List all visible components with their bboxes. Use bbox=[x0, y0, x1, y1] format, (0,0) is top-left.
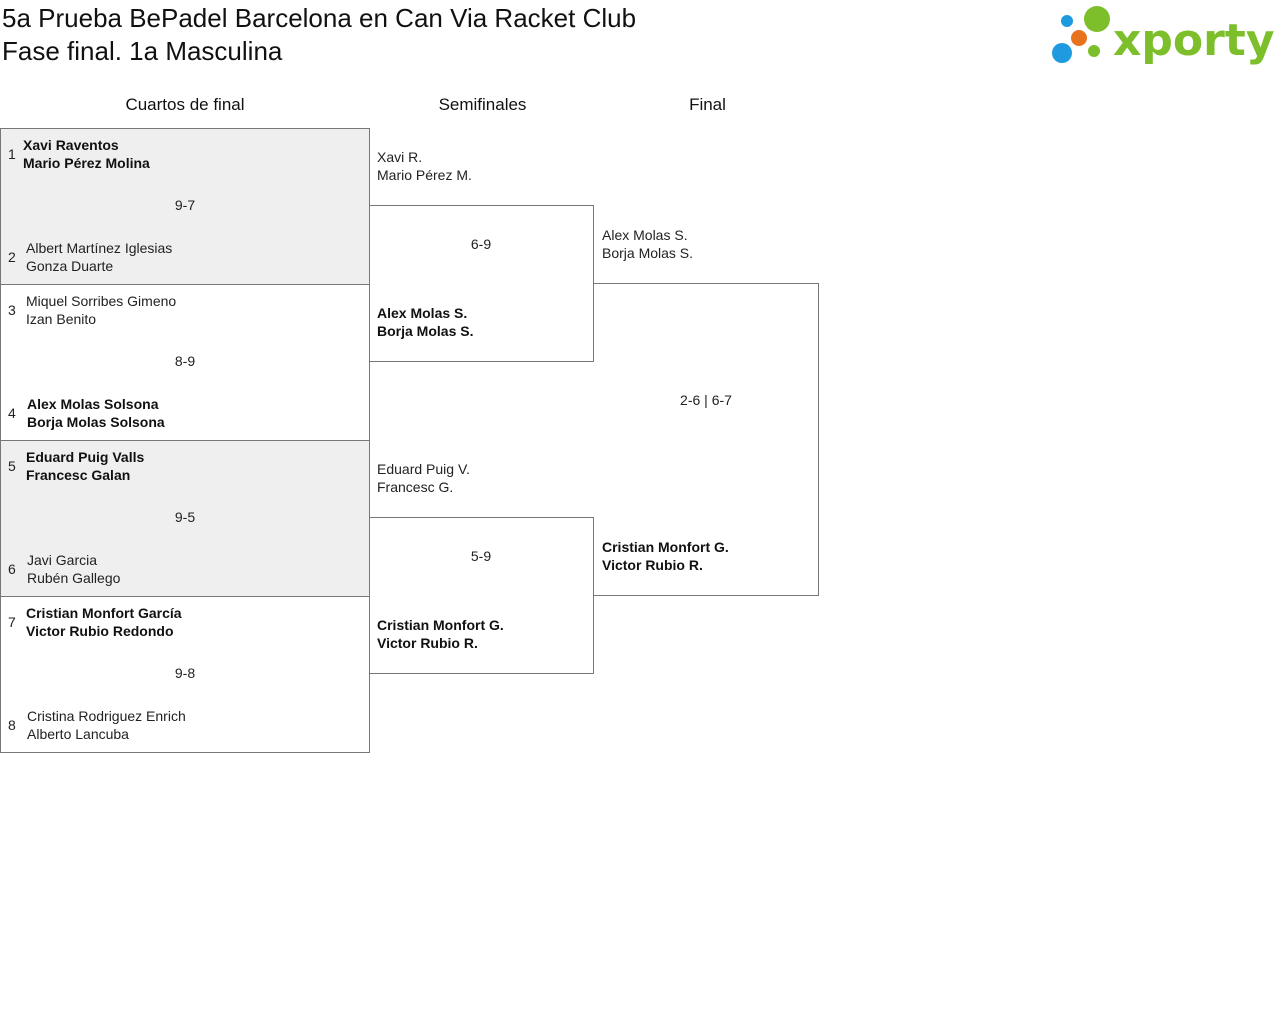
seed-number: 6 bbox=[8, 561, 16, 577]
seed-number: 7 bbox=[8, 614, 16, 630]
player-name: Eduard Puig Valls bbox=[26, 449, 145, 465]
team-entry-winner: Cristian Monfort García Victor Rubio Red… bbox=[26, 604, 182, 640]
seed-number: 4 bbox=[8, 405, 16, 421]
team-entry: Cristina Rodriguez Enrich Alberto Lancub… bbox=[27, 707, 186, 743]
player-name: Cristian Monfort García bbox=[26, 605, 182, 621]
semifinal-1-team-bottom-winner: Alex Molas S. Borja Molas S. bbox=[377, 304, 473, 340]
player-name: Francesc G. bbox=[377, 479, 454, 495]
final-team-bottom-winner: Cristian Monfort G. Victor Rubio R. bbox=[602, 538, 729, 574]
player-name: Xavi R. bbox=[377, 149, 423, 165]
team-entry: Albert Martínez Iglesias Gonza Duarte bbox=[26, 239, 172, 275]
logo-text: xporty bbox=[1113, 15, 1275, 66]
final-match[interactable]: 2-6 | 6-7 bbox=[594, 283, 819, 596]
logo-dot-orange-icon bbox=[1071, 30, 1087, 46]
team-entry-winner: Eduard Puig Valls Francesc Galan bbox=[26, 448, 144, 484]
team-entry-winner: Alex Molas Solsona Borja Molas Solsona bbox=[27, 395, 165, 431]
match-score: 2-6 | 6-7 bbox=[680, 392, 732, 408]
team-entry: Miquel Sorribes Gimeno Izan Benito bbox=[26, 292, 176, 328]
player-name: Eduard Puig V. bbox=[377, 461, 470, 477]
quarterfinal-match-1[interactable]: 1 Xavi Raventos Mario Pérez Molina 9-7 2… bbox=[0, 128, 370, 285]
player-name: Cristina Rodriguez Enrich bbox=[27, 708, 186, 724]
seed-number: 8 bbox=[8, 717, 16, 733]
quarterfinal-match-4[interactable]: 7 Cristian Monfort García Victor Rubio R… bbox=[0, 596, 370, 753]
player-name: Mario Pérez Molina bbox=[23, 155, 150, 171]
player-name: Cristian Monfort G. bbox=[377, 617, 504, 633]
seed-number: 3 bbox=[8, 302, 16, 318]
player-name: Victor Rubio Redondo bbox=[26, 623, 174, 639]
player-name: Javi Garcia bbox=[27, 552, 98, 568]
match-score: 5-9 bbox=[470, 548, 492, 564]
final-team-top: Alex Molas S. Borja Molas S. bbox=[602, 226, 693, 262]
seed-number: 5 bbox=[8, 458, 16, 474]
semifinal-2-team-top: Eduard Puig V. Francesc G. bbox=[377, 460, 470, 496]
title-line-tournament: 5a Prueba BePadel Barcelona en Can Via R… bbox=[2, 3, 637, 33]
player-name: Alex Molas S. bbox=[602, 227, 688, 243]
title-line-phase: Fase final. 1a Masculina bbox=[2, 36, 283, 66]
seed-number: 2 bbox=[8, 249, 16, 265]
player-name: Victor Rubio R. bbox=[377, 635, 478, 651]
column-header-semifinals: Semifinales bbox=[438, 95, 527, 114]
match-score: 8-9 bbox=[174, 353, 196, 369]
xporty-logo[interactable]: xporty bbox=[1050, 4, 1276, 68]
semifinal-match-1[interactable]: 6-9 bbox=[369, 205, 594, 362]
match-score: 6-9 bbox=[470, 236, 492, 252]
semifinal-match-2[interactable]: 5-9 bbox=[369, 517, 594, 674]
quarterfinal-match-3[interactable]: 5 Eduard Puig Valls Francesc Galan 9-5 6… bbox=[0, 440, 370, 597]
player-name: Miquel Sorribes Gimeno bbox=[26, 293, 177, 309]
player-name: Francesc Galan bbox=[26, 467, 131, 483]
column-header-quarterfinals: Cuartos de final bbox=[125, 95, 245, 114]
logo-dot-blue-icon bbox=[1052, 43, 1072, 63]
team-entry: Javi Garcia Rubén Gallego bbox=[27, 551, 120, 587]
player-name: Rubén Gallego bbox=[27, 570, 121, 586]
player-name: Borja Molas S. bbox=[377, 323, 474, 339]
player-name: Borja Molas Solsona bbox=[27, 414, 165, 430]
player-name: Victor Rubio R. bbox=[602, 557, 703, 573]
player-name: Alex Molas Solsona bbox=[27, 396, 159, 412]
match-score: 9-5 bbox=[174, 509, 196, 525]
team-entry-winner: Xavi Raventos Mario Pérez Molina bbox=[23, 136, 150, 172]
logo-dot-green-large-icon bbox=[1084, 6, 1110, 32]
match-score: 9-7 bbox=[174, 197, 196, 213]
player-name: Borja Molas S. bbox=[602, 245, 694, 261]
player-name: Cristian Monfort G. bbox=[602, 539, 729, 555]
player-name: Alex Molas S. bbox=[377, 305, 468, 321]
quarterfinal-match-2[interactable]: 3 Miquel Sorribes Gimeno Izan Benito 8-9… bbox=[0, 284, 370, 441]
player-name: Alberto Lancuba bbox=[27, 726, 129, 742]
player-name: Albert Martínez Iglesias bbox=[26, 240, 173, 256]
player-name: Gonza Duarte bbox=[26, 258, 114, 274]
semifinal-2-team-bottom-winner: Cristian Monfort G. Victor Rubio R. bbox=[377, 616, 504, 652]
page-title: 5a Prueba BePadel Barcelona en Can Via R… bbox=[2, 2, 636, 68]
player-name: Xavi Raventos bbox=[23, 137, 119, 153]
column-header-final: Final bbox=[689, 95, 726, 114]
player-name: Mario Pérez M. bbox=[377, 167, 472, 183]
player-name: Izan Benito bbox=[26, 311, 97, 327]
logo-dot-green-small-icon bbox=[1088, 45, 1100, 57]
match-score: 9-8 bbox=[174, 665, 196, 681]
semifinal-1-team-top: Xavi R. Mario Pérez M. bbox=[377, 148, 472, 184]
seed-number: 1 bbox=[8, 146, 16, 162]
logo-dot-blue-small-icon bbox=[1061, 15, 1073, 27]
